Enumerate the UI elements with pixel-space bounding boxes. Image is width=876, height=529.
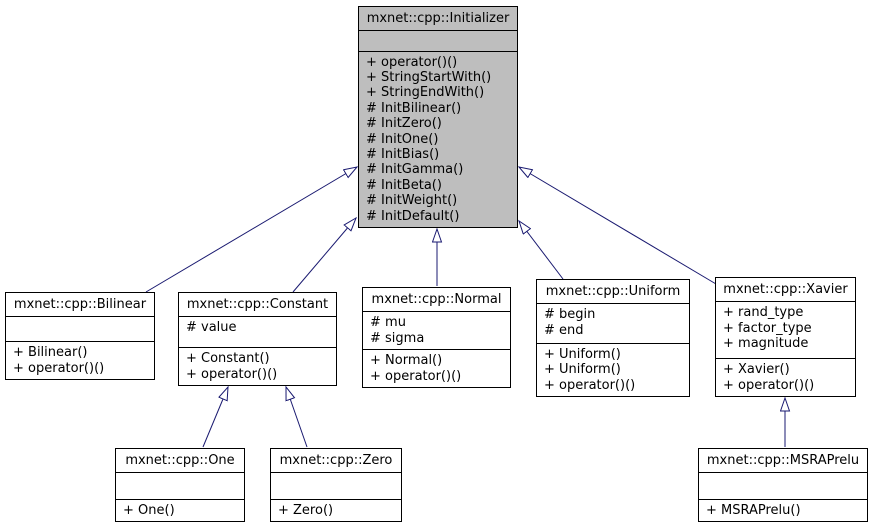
class-title-xavier[interactable]: mxnet::cpp::Xavier	[716, 278, 855, 303]
class-box-normal[interactable]: mxnet::cpp::Normal# mu# sigma+ Normal()+…	[362, 287, 511, 388]
inheritance-edge-uniform-to-initializer	[519, 221, 564, 280]
class-method: + operator()()	[366, 54, 458, 70]
class-method: # InitBilinear()	[366, 100, 462, 116]
class-method: # InitGamma()	[366, 162, 464, 178]
class-box-msraprelu[interactable]: mxnet::cpp::MSRAPrelu+ MSRAPrelu()	[698, 448, 868, 522]
class-method: + operator()()	[186, 366, 278, 382]
class-title-normal[interactable]: mxnet::cpp::Normal	[363, 288, 510, 313]
class-methods-initializer: + operator()()+ StringStartWith()+ Strin…	[359, 52, 517, 227]
class-attributes-normal: # mu# sigma	[363, 312, 510, 351]
class-attribute: # begin	[544, 307, 596, 323]
class-attributes-bilinear	[6, 317, 154, 343]
class-method: + Normal()	[370, 353, 443, 369]
class-method: + One()	[123, 502, 175, 518]
class-method: + Xavier()	[723, 362, 790, 378]
class-attributes-msraprelu	[699, 473, 867, 500]
class-methods-constant: + Constant()+ operator()()	[179, 348, 336, 385]
class-attributes-constant: # value	[179, 317, 336, 349]
class-attribute: # end	[544, 322, 584, 338]
class-title-initializer[interactable]: mxnet::cpp::Initializer	[359, 7, 517, 32]
class-method: + MSRAPrelu()	[706, 502, 801, 518]
class-title-one[interactable]: mxnet::cpp::One	[116, 449, 244, 474]
class-box-bilinear[interactable]: mxnet::cpp::Bilinear+ Bilinear()+ operat…	[5, 292, 155, 380]
class-method: + Uniform()	[544, 362, 621, 378]
class-box-initializer[interactable]: mxnet::cpp::Initializer+ operator()()+ S…	[358, 6, 518, 228]
class-method: # InitWeight()	[366, 193, 458, 209]
class-methods-uniform: + Uniform()+ Uniform()+ operator()()	[537, 344, 689, 396]
class-method: # InitBias()	[366, 146, 440, 162]
class-box-constant[interactable]: mxnet::cpp::Constant# value+ Constant()+…	[178, 292, 337, 386]
class-attributes-zero	[271, 473, 401, 500]
class-attributes-initializer	[359, 31, 517, 52]
class-attributes-uniform: # begin# end	[537, 304, 689, 344]
class-box-zero[interactable]: mxnet::cpp::Zero+ Zero()	[270, 448, 402, 522]
class-method: + Bilinear()	[13, 345, 88, 361]
class-title-constant[interactable]: mxnet::cpp::Constant	[179, 293, 336, 318]
class-method: + operator()()	[370, 368, 462, 384]
class-methods-one: + One()	[116, 500, 244, 521]
class-method: + operator()()	[544, 377, 636, 393]
inheritance-edge-bilinear-to-initializer	[145, 167, 357, 293]
class-attributes-xavier: + rand_type+ factor_type+ magnitude	[716, 302, 855, 360]
class-method: + operator()()	[13, 360, 105, 376]
class-attribute: # sigma	[370, 330, 425, 346]
class-title-uniform[interactable]: mxnet::cpp::Uniform	[537, 280, 689, 305]
class-method: # InitOne()	[366, 131, 439, 147]
class-attribute: + rand_type	[723, 305, 804, 321]
class-method: # InitBeta()	[366, 177, 442, 193]
class-method: + Uniform()	[544, 346, 621, 362]
class-attribute: + magnitude	[723, 336, 809, 352]
class-method: + Zero()	[278, 502, 334, 518]
class-box-xavier[interactable]: mxnet::cpp::Xavier+ rand_type+ factor_ty…	[715, 277, 856, 397]
class-methods-normal: + Normal()+ operator()()	[363, 350, 510, 387]
class-method: + operator()()	[723, 377, 815, 393]
class-attribute: + factor_type	[723, 320, 812, 336]
class-methods-msraprelu: + MSRAPrelu()	[699, 500, 867, 521]
class-methods-xavier: + Xavier()+ operator()()	[716, 359, 855, 396]
class-box-one[interactable]: mxnet::cpp::One+ One()	[115, 448, 245, 522]
class-attributes-one	[116, 473, 244, 500]
class-title-zero[interactable]: mxnet::cpp::Zero	[271, 449, 401, 474]
class-title-bilinear[interactable]: mxnet::cpp::Bilinear	[6, 293, 154, 318]
class-method: # InitDefault()	[366, 208, 460, 224]
class-title-msraprelu[interactable]: mxnet::cpp::MSRAPrelu	[699, 449, 867, 474]
inheritance-edge-zero-to-constant	[286, 387, 308, 448]
class-attribute: # mu	[370, 315, 406, 331]
inheritance-edge-one-to-constant	[202, 387, 228, 448]
inheritance-edge-constant-to-initializer	[292, 218, 356, 293]
class-method: + Constant()	[186, 351, 270, 367]
class-methods-zero: + Zero()	[271, 500, 401, 521]
class-attribute: # value	[186, 320, 237, 336]
class-method: # InitZero()	[366, 116, 442, 132]
class-methods-bilinear: + Bilinear()+ operator()()	[6, 342, 154, 379]
class-box-uniform[interactable]: mxnet::cpp::Uniform# begin# end+ Uniform…	[536, 279, 690, 397]
class-method: + StringEndWith()	[366, 85, 485, 101]
inheritance-edge-xavier-to-initializer	[519, 167, 717, 285]
class-method: + StringStartWith()	[366, 69, 492, 85]
